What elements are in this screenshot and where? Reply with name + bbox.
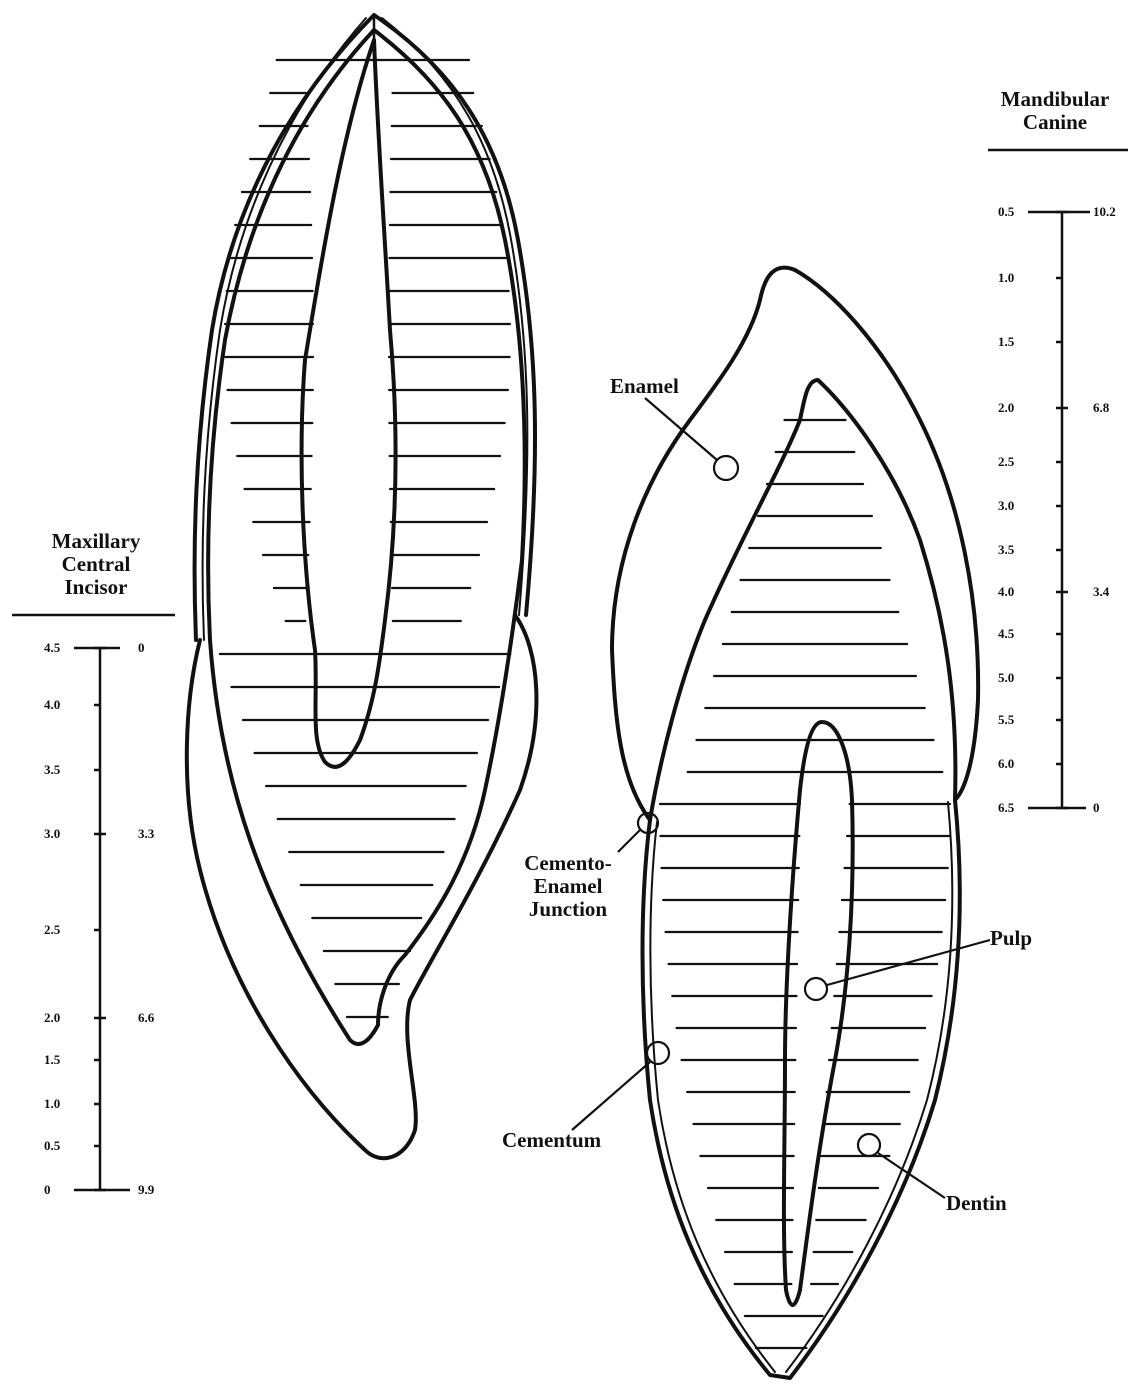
incisor-pulp-outline xyxy=(302,40,396,767)
mandibular-scale-title: Mandibular Canine xyxy=(980,88,1130,134)
cementum-leader xyxy=(572,1062,650,1130)
mandibular-left-tick-label: 1.0 xyxy=(998,271,1014,284)
mandibular-right-tick-label: 6.8 xyxy=(1093,401,1109,414)
cej-label: Cemento- Enamel Junction xyxy=(508,852,628,921)
mandibular-left-tick-label: 2.0 xyxy=(998,401,1014,414)
maxillary-left-tick-label: 0.5 xyxy=(44,1139,60,1152)
mandibular-left-tick-label: 3.5 xyxy=(998,543,1014,556)
dentin-label: Dentin xyxy=(946,1193,1007,1214)
maxillary-left-tick-label: 3.0 xyxy=(44,827,60,840)
mandibular-left-tick-label: 5.5 xyxy=(998,713,1014,726)
mandibular-left-tick-label: 4.0 xyxy=(998,585,1014,598)
maxillary-right-tick-label: 3.3 xyxy=(138,827,154,840)
maxillary-left-tick-label: 4.5 xyxy=(44,641,60,654)
maxillary-left-tick-label: 2.5 xyxy=(44,923,60,936)
cej-label-line-3: Junction xyxy=(508,898,628,921)
mandibular-left-tick-label: 6.0 xyxy=(998,757,1014,770)
maxillary-left-tick-label: 2.0 xyxy=(44,1011,60,1024)
maxillary-left-tick-label: 1.0 xyxy=(44,1097,60,1110)
maxillary-right-tick-label: 6.6 xyxy=(138,1011,154,1024)
mandibular-title-line-2: Canine xyxy=(980,111,1130,134)
incisor-crown-enamel-outline xyxy=(187,615,537,1158)
enamel-leader xyxy=(645,398,717,460)
maxillary-right-tick-label: 9.9 xyxy=(138,1183,154,1196)
dentin-marker xyxy=(858,1134,880,1156)
cej-leader xyxy=(618,830,640,852)
cementum-label: Cementum xyxy=(502,1130,601,1151)
maxillary-title-line-3: Incisor xyxy=(26,576,166,599)
maxillary-left-tick-label: 1.5 xyxy=(44,1053,60,1066)
canine-pulp-outline xyxy=(784,722,853,1305)
pulp-label: Pulp xyxy=(990,928,1032,949)
pulp-marker xyxy=(805,978,827,1000)
maxillary-left-tick-label: 4.0 xyxy=(44,698,60,711)
mandibular-left-tick-label: 1.5 xyxy=(998,335,1014,348)
enamel-marker xyxy=(714,456,738,480)
mandibular-right-tick-label: 10.2 xyxy=(1093,205,1116,218)
mandibular-title-line-1: Mandibular xyxy=(980,88,1130,111)
mandibular-left-tick-label: 2.5 xyxy=(998,455,1014,468)
maxillary-left-tick-label: 0 xyxy=(44,1183,51,1196)
enamel-label: Enamel xyxy=(610,376,679,397)
pulp-leader xyxy=(827,940,990,985)
mandibular-left-tick-label: 3.0 xyxy=(998,499,1014,512)
maxillary-scale xyxy=(12,615,175,1190)
mandibular-left-tick-label: 5.0 xyxy=(998,671,1014,684)
mandibular-left-tick-label: 4.5 xyxy=(998,627,1014,640)
maxillary-right-tick-label: 0 xyxy=(138,641,145,654)
canine-dentin-outline xyxy=(650,380,955,820)
mandibular-right-tick-label: 3.4 xyxy=(1093,585,1109,598)
cej-label-line-2: Enamel xyxy=(508,875,628,898)
mandibular-scale xyxy=(988,150,1128,808)
cementum-marker xyxy=(647,1042,669,1064)
incisor-cementum-outline xyxy=(195,15,535,640)
maxillary-title-line-1: Maxillary xyxy=(26,530,166,553)
incisor-root-inner-line xyxy=(203,18,528,640)
cej-label-line-1: Cemento- xyxy=(508,852,628,875)
mandibular-right-tick-label: 0 xyxy=(1093,801,1100,814)
maxillary-left-tick-label: 3.5 xyxy=(44,763,60,776)
maxillary-scale-title: Maxillary Central Incisor xyxy=(26,530,166,599)
mandibular-left-tick-label: 6.5 xyxy=(998,801,1014,814)
mandibular-left-tick-label: 0.5 xyxy=(998,205,1014,218)
canine-dentin-hatching xyxy=(660,420,950,1348)
dentin-leader xyxy=(878,1153,945,1198)
maxillary-title-line-2: Central xyxy=(26,553,166,576)
